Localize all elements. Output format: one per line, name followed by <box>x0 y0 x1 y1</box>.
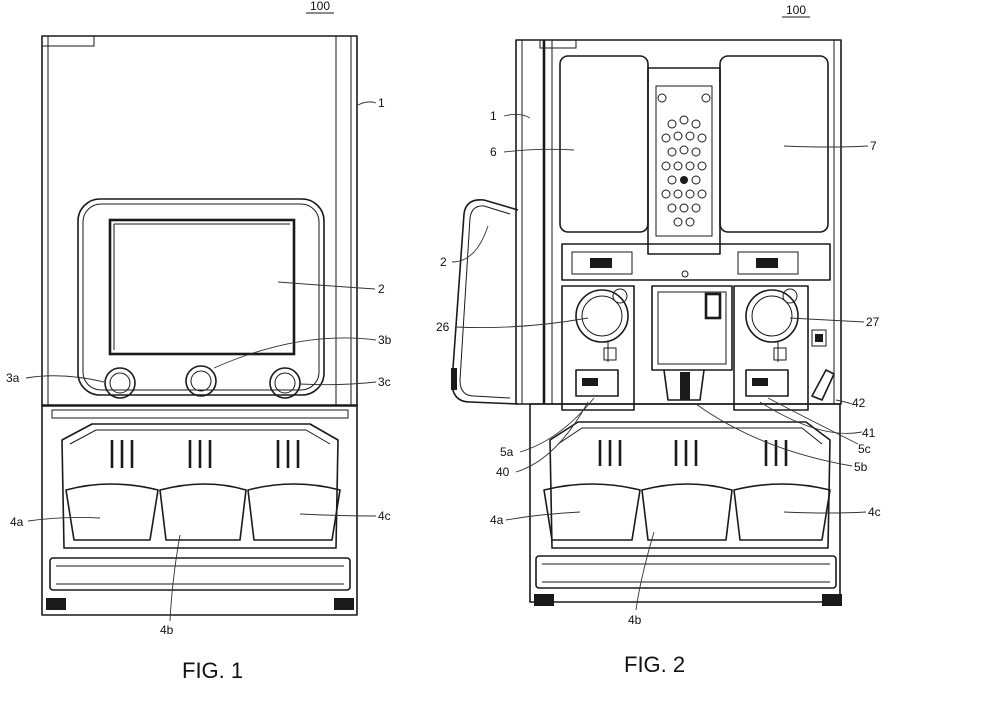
fig2-control-panel <box>647 67 721 255</box>
label-4a: 4a <box>490 513 504 527</box>
fig2-housing <box>515 39 842 405</box>
fig1-dispenser-section <box>41 404 358 616</box>
fig2-cup-4b <box>641 483 733 541</box>
fig1-button-3c <box>269 367 301 399</box>
fig1-foot-left <box>46 598 66 610</box>
label-41: 41 <box>862 426 876 440</box>
fig2-drip-tray <box>535 555 837 589</box>
label-5c: 5c <box>858 442 871 456</box>
label-1: 1 <box>378 96 385 110</box>
label-4c: 4c <box>868 505 881 519</box>
label-4a: 4a <box>10 515 24 529</box>
label-2: 2 <box>440 255 447 269</box>
fig2-valve-bar <box>561 243 831 281</box>
fig2-center-motor <box>651 285 733 401</box>
fig2-tank-7 <box>719 55 829 233</box>
fig1-vent-slots <box>110 440 300 468</box>
fig2-display <box>451 198 519 405</box>
fig2-dispenser-section <box>529 403 842 606</box>
fig2-caption: FIG. 2 <box>624 652 685 677</box>
fig2-panel-holes <box>661 115 707 227</box>
fig2-pump-26 <box>561 285 635 411</box>
fig1-leaders <box>25 101 377 622</box>
label-27: 27 <box>866 315 880 329</box>
fig2-vent-slots <box>598 440 788 466</box>
label-6: 6 <box>490 145 497 159</box>
fig2-foot-right <box>822 594 842 606</box>
label-3c: 3c <box>378 375 391 389</box>
fig1: 100 <box>6 0 392 683</box>
fig1-button-3b <box>185 365 217 397</box>
fig2-ref-number: 100 <box>786 3 806 17</box>
fig1-housing <box>41 35 358 407</box>
label-4b: 4b <box>160 623 174 637</box>
fig1-caption: FIG. 1 <box>182 658 243 683</box>
label-4c: 4c <box>378 509 391 523</box>
label-2: 2 <box>378 282 385 296</box>
label-26: 26 <box>436 320 450 334</box>
label-3a: 3a <box>6 371 20 385</box>
fig2: 100 <box>436 3 881 677</box>
fig2-cup-4a <box>543 483 641 541</box>
label-40: 40 <box>496 465 510 479</box>
fig2-tank-6 <box>559 55 649 233</box>
label-4b: 4b <box>628 613 642 627</box>
label-7: 7 <box>870 139 877 153</box>
fig2-pump-27 <box>733 285 809 411</box>
fig1-button-3a <box>104 367 136 399</box>
fig1-ref-number: 100 <box>310 0 330 13</box>
label-3b: 3b <box>378 333 392 347</box>
fig2-sensor-42 <box>811 329 835 401</box>
fig1-drip-tray <box>49 557 351 591</box>
fig2-leaders <box>451 113 869 611</box>
label-5a: 5a <box>500 445 514 459</box>
fig1-display <box>77 198 325 396</box>
label-42: 42 <box>852 396 866 410</box>
fig1-cup-4b <box>159 483 247 541</box>
label-1: 1 <box>490 109 497 123</box>
fig2-cup-4c <box>733 483 831 541</box>
label-5b: 5b <box>854 460 868 474</box>
fig2-foot-left <box>534 594 554 606</box>
fig1-cup-4c <box>247 483 341 541</box>
fig1-foot-right <box>334 598 354 610</box>
fig1-cup-4a <box>65 483 159 541</box>
